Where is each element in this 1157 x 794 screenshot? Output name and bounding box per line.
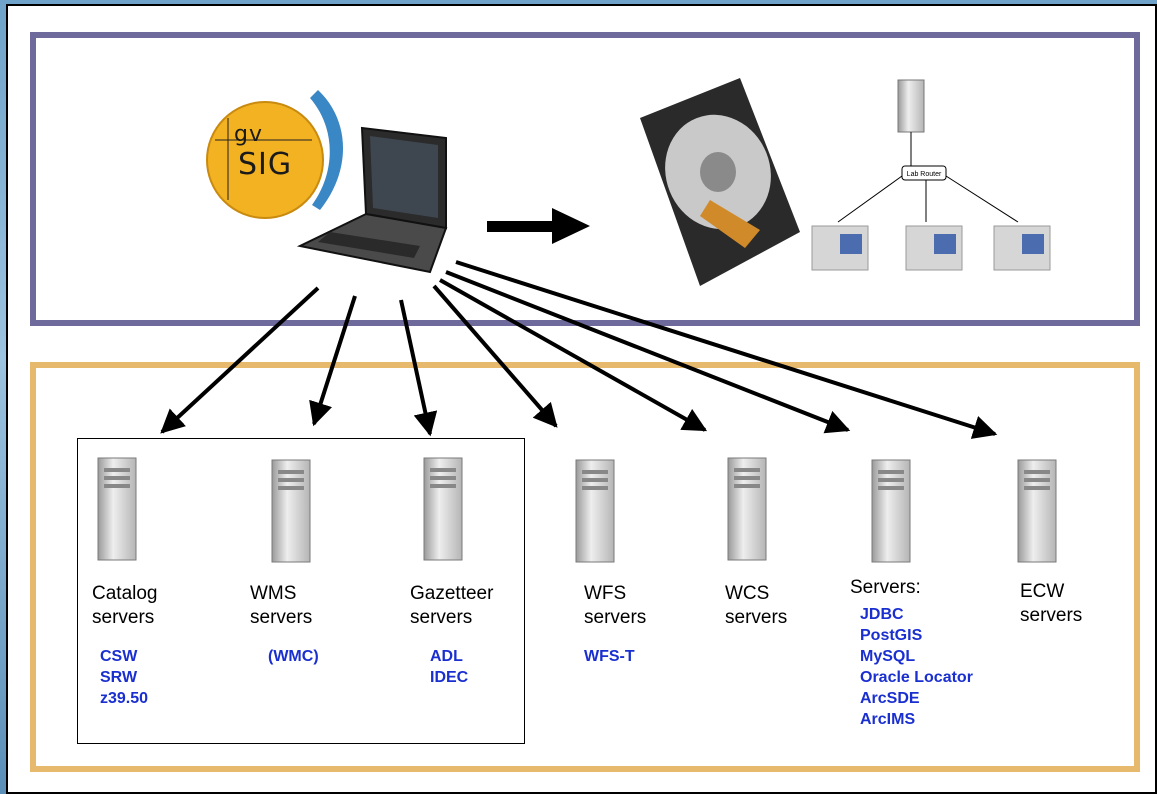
server-icon-gazetteer [423,457,463,561]
gvsig-logo-text: gv SIG [234,120,293,182]
connection-arrows [160,260,998,439]
arrow-ecw [455,260,998,439]
server-towers [97,457,1057,563]
logo-sig: SIG [238,147,293,182]
arrow-wcs [439,278,708,432]
gvsig-logo [206,90,344,219]
arrow-wfs [432,284,558,428]
server-icon-wfs [575,459,615,563]
network-label: Lab Router [907,171,942,178]
server-icon-wms [271,459,311,563]
db-title: Servers: [850,577,921,598]
arrow-wms [309,295,357,427]
client-panel [30,32,1140,326]
server-icon-ecw [1017,459,1057,563]
server-icon-db [871,459,911,563]
wfs-protocols: WFS-T [584,648,635,665]
laptop-icon [296,126,448,274]
server-icon-wcs [727,457,767,561]
arrow-db [445,270,851,434]
arrow-catalog [160,286,320,434]
storage-arrow [487,208,590,244]
arrow-gazetteer [399,299,438,437]
network-icon [811,79,1051,271]
logo-gv: gv [234,122,263,147]
server-icon-catalog [97,457,137,561]
hard-disk-icon [640,78,800,286]
servers-panel [30,362,1140,772]
discovery-servers-group [77,438,525,744]
wms-protocols: (WMC) [268,648,319,665]
